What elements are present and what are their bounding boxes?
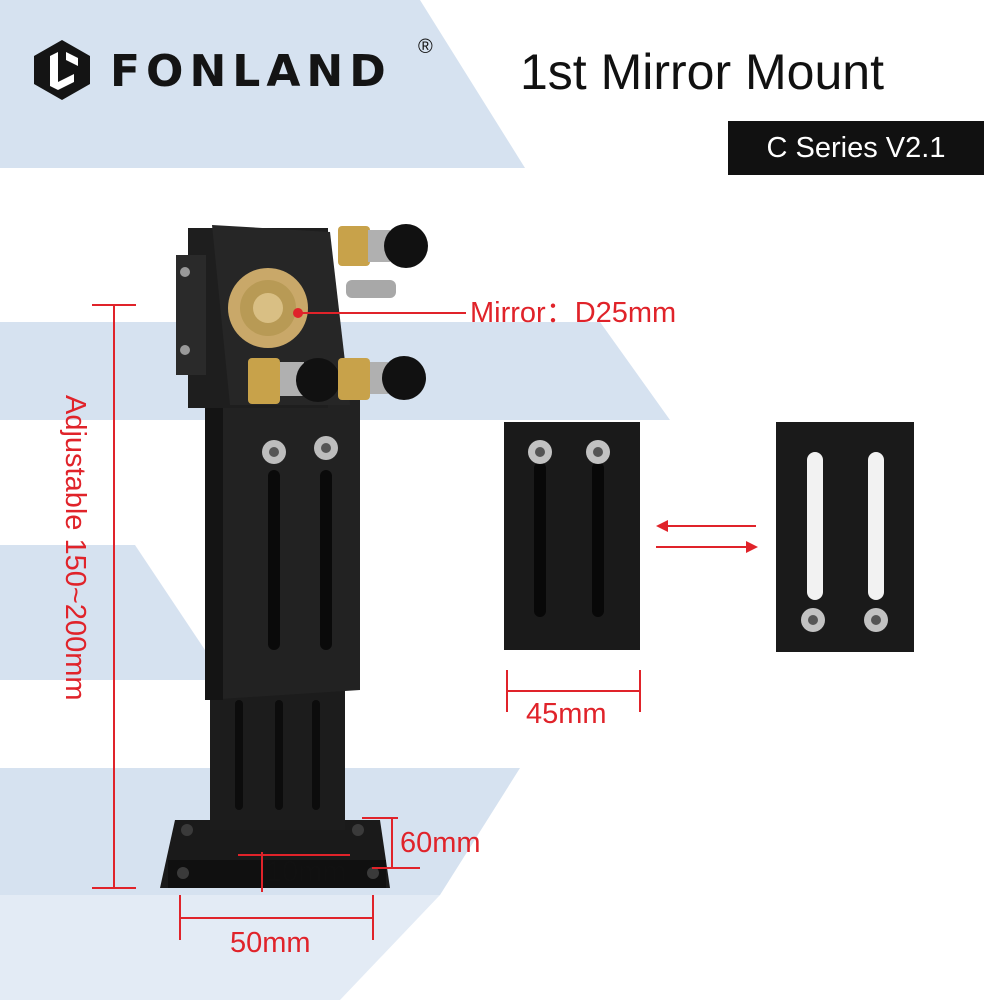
mirror-pointer-line	[293, 308, 466, 318]
hole-offset-dimension-line	[238, 852, 350, 892]
slot-panel-wide-image	[776, 422, 914, 652]
height-dimension-line	[92, 304, 136, 889]
slot-width-label: 45mm	[526, 698, 607, 730]
base-depth-dimension-line	[362, 817, 420, 869]
mirror-mount-image	[160, 224, 428, 888]
series-badge: C Series V2.1	[728, 121, 984, 175]
fonland-logo-icon	[34, 40, 90, 100]
base-width-dimension-line	[179, 895, 374, 940]
registered-mark: ®	[418, 36, 433, 58]
hole-offset-label: 10mm	[266, 856, 347, 888]
slot-panel-narrow-image	[504, 422, 640, 650]
brand-name: FONLAND	[110, 46, 392, 97]
double-arrow-icon	[656, 520, 758, 553]
base-width-label: 50mm	[230, 927, 311, 959]
product-title: 1st Mirror Mount	[520, 44, 884, 100]
slot-width-dimension-line	[506, 670, 641, 712]
mirror-diameter-label: Mirror：D25mm	[470, 297, 677, 329]
height-range-label: Adjustable 150~200mm	[59, 395, 91, 701]
base-depth-label: 60mm	[400, 827, 481, 859]
